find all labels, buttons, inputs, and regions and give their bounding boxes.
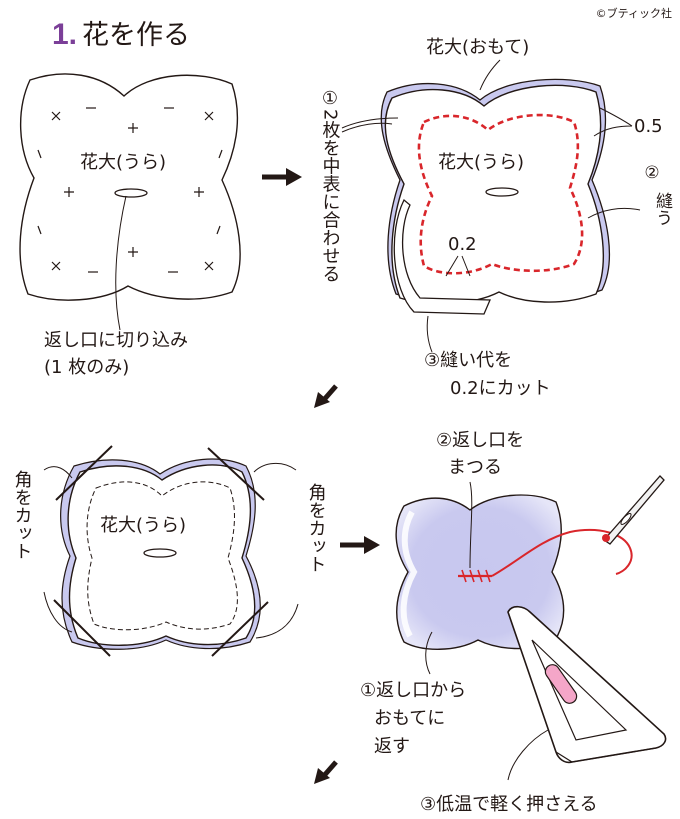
turn-leader	[425, 631, 433, 675]
panel2-vertical-note: ①2枚を中表に合わせる	[320, 88, 399, 282]
step-number: 1.	[52, 18, 77, 51]
panel2-sew-num: ②	[644, 163, 659, 183]
panel4-edge-highlight	[400, 510, 418, 638]
arrow-right-1	[262, 168, 302, 186]
panel2-sew-text-vertical: 縫う	[652, 192, 673, 226]
blind-stitch-ticks	[461, 569, 491, 583]
panel4-turn-line1: ①返し口から	[360, 680, 466, 701]
panel1-leader-line	[115, 195, 127, 331]
panel2-center-label: 花大(うら)	[438, 152, 524, 173]
panel1-flower: 花大(うら) 返し口に切り込み (1 枚のみ)	[19, 73, 241, 378]
svg-text:角をカット: 角をカット	[306, 483, 327, 573]
panel3-center-label: 花大(うら)	[100, 515, 186, 536]
flower-shape-back	[19, 73, 241, 301]
turning-opening	[114, 188, 148, 198]
vertical-note-leader	[341, 117, 399, 133]
sew-leader	[587, 207, 641, 219]
panel2-top-leader	[479, 59, 501, 91]
iron-sole-edge	[555, 747, 657, 763]
panel2-trim-line2: 0.2にカット	[450, 378, 551, 399]
placement-marks	[37, 107, 223, 273]
svg-text:①2枚を中表に合わせる: ①2枚を中表に合わせる	[320, 88, 341, 282]
panel2-seam-allowance: 0.5	[634, 116, 663, 137]
corner-cut-lines	[53, 445, 269, 657]
trim-leader	[445, 255, 471, 277]
panel4-blind-line1: ②返し口を	[436, 430, 524, 451]
thread	[491, 528, 633, 577]
arrow-right-2	[340, 536, 380, 554]
trim-note-leader	[426, 315, 433, 353]
sewing-line	[417, 113, 584, 275]
panel1-cut-note-2: (1 枚のみ)	[44, 357, 129, 378]
trimmed-strip	[393, 198, 491, 315]
panel1-cut-note-1: 返し口に切り込み	[44, 330, 188, 351]
svg-text:角をカット: 角をカット	[12, 470, 33, 560]
panel2-top-label: 花大(おもて)	[426, 37, 529, 58]
svg-text:縫う: 縫う	[652, 192, 673, 226]
step-title: 花を作る	[82, 20, 190, 51]
arrow-diagonal-2	[314, 760, 338, 784]
panel2-flower: 花大(おもて) 花大(うら) 0.5 ② 縫う 0.2 ③縫い代を 0.2にカッ…	[380, 37, 673, 399]
panel2-trim-line1: ③縫い代を	[424, 350, 512, 371]
panel3-corner-left: 角をカット	[12, 470, 33, 560]
corner-left-brace	[43, 466, 73, 633]
iron-leader	[507, 729, 549, 781]
panel1-center-label: 花大(うら)	[80, 152, 166, 173]
panel4-iron-note: ③低温で軽く押さえる	[420, 794, 598, 815]
panel3-seam-dashed	[86, 481, 238, 631]
panel4-turn-line3: 返す	[374, 736, 410, 757]
iron-dial	[544, 664, 578, 704]
blind-leader	[469, 481, 473, 569]
panel3-opening	[143, 548, 177, 558]
panel4-blind-line2: まつる	[448, 457, 502, 478]
panel3-corner-right: 角をカット	[306, 483, 327, 573]
seam-allowance-leader	[593, 107, 633, 137]
panel2-trim-value: 0.2	[448, 234, 477, 255]
corner-right-brace	[253, 463, 299, 639]
copyright: ©ブティック社	[596, 6, 672, 20]
panel4-turn-line2: おもてに	[374, 708, 445, 729]
panel3-flower: 花大(うら) 角をカット 角をカット	[12, 445, 327, 657]
needle-icon	[602, 475, 665, 545]
iron-body	[507, 605, 667, 764]
panel2-opening	[485, 187, 519, 197]
iron-icon	[507, 605, 667, 781]
arrow-diagonal-1	[314, 384, 338, 408]
